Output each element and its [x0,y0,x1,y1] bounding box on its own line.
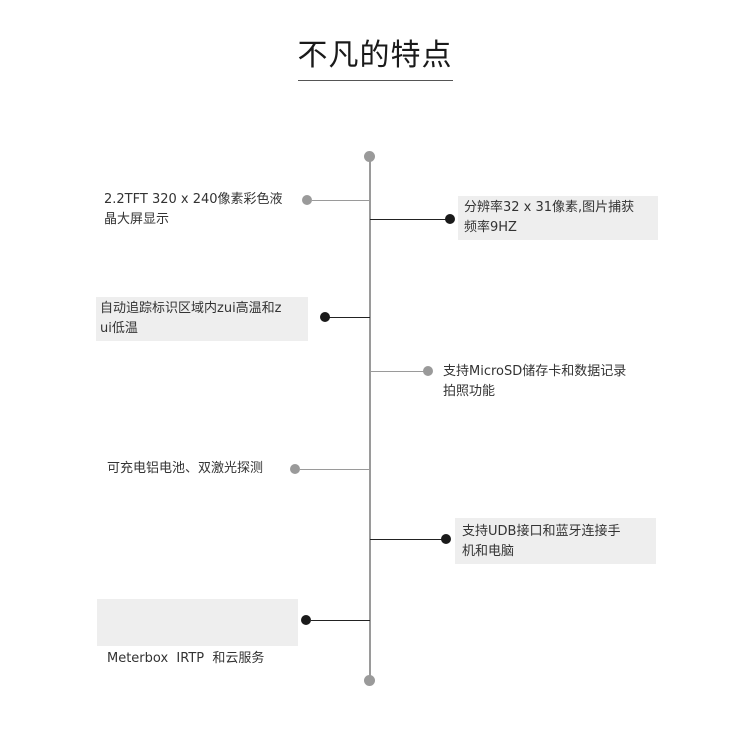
feature-7-dot [301,615,311,625]
timeline-axis [369,156,371,681]
feature-1-line-2: 晶大屏显示 [104,212,170,227]
feature-2-label: 分辨率32 x 31像素,图片捕获 频率9HZ [458,196,658,240]
feature-3-dot [320,312,330,322]
feature-3-line-2: ui低温 [100,321,138,336]
feature-4-line-1: 支持MicroSD储存卡和数据记录 [443,364,627,379]
feature-6-line-1: 支持UDB接口和蓝牙连接手 [462,524,621,539]
feature-2-line-2: 频率9HZ [464,220,517,235]
feature-2-dot [445,214,455,224]
feature-4-line-2: 拍照功能 [443,384,496,399]
page-title: 不凡的特点 [297,30,453,81]
feature-6-label: 支持UDB接口和蓝牙连接手 机和电脑 [455,518,656,564]
feature-3-label: 自动追踪标识区域内zui高温和z ui低温 [96,297,308,341]
feature-1-label: 2.2TFT 320 x 240像素彩色液 晶大屏显示 [104,190,300,230]
feature-5-line-1: 可充电铝电池、双激光探测 [107,461,264,476]
feature-4-dot [423,366,433,376]
feature-2-line-1: 分辨率32 x 31像素,图片捕获 [464,200,635,215]
feature-3-line-1: 自动追踪标识区域内zui高温和z [100,301,282,316]
feature-2-connector [370,219,450,221]
feature-3-connector [326,317,370,319]
feature-7-connector [311,620,370,622]
feature-4-connector [370,371,428,373]
page-title-wrap: 不凡的特点 [0,30,750,81]
timeline-bottom-dot [364,675,375,686]
feature-1-dot [302,195,312,205]
feature-1-connector [312,200,370,202]
feature-7-line-1: Meterbox IRTP 和云服务 [107,651,265,666]
feature-7-label: Meterbox IRTP 和云服务 [97,599,298,666]
feature-4-label: 支持MicroSD储存卡和数据记录 拍照功能 [443,362,663,402]
feature-1-line-1: 2.2TFT 320 x 240像素彩色液 [104,192,283,207]
feature-6-line-2: 机和电脑 [462,544,515,559]
feature-5-dot [290,464,300,474]
feature-5-label: 可充电铝电池、双激光探测 [107,459,291,479]
feature-6-dot [441,534,451,544]
timeline-top-dot [364,151,375,162]
feature-6-connector [370,539,446,541]
feature-5-connector [300,469,370,471]
